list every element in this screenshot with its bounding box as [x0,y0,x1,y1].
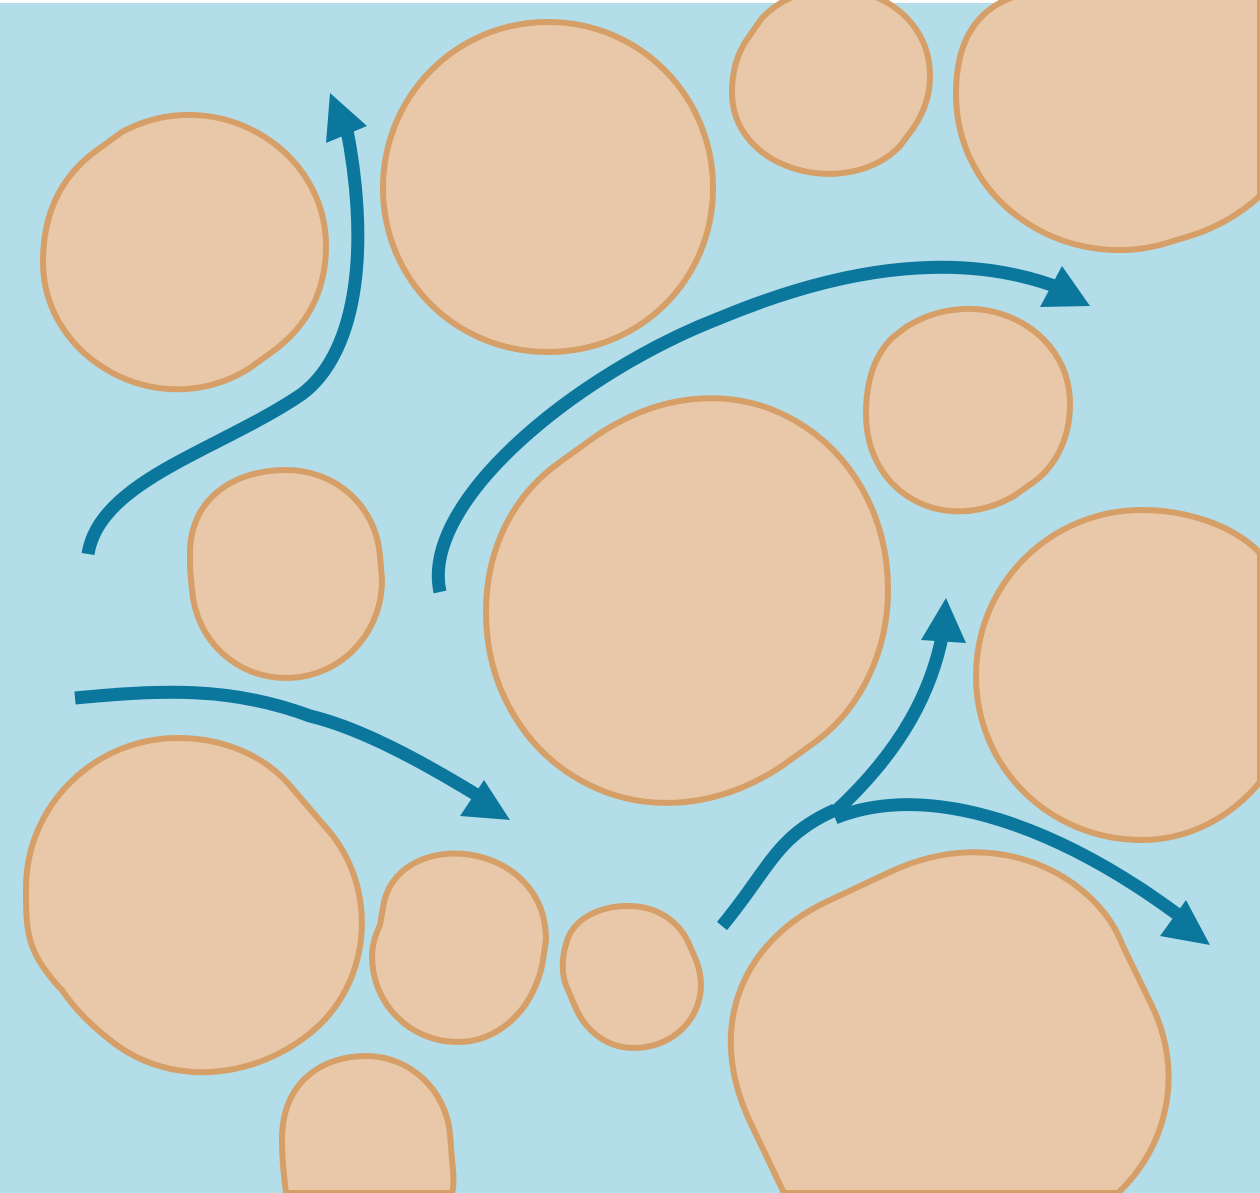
flow-path [81,118,365,556]
sand-grains [23,0,1260,1193]
arrowhead [326,93,367,143]
flow-path [431,260,1068,594]
sand-grain [40,112,329,393]
flow-arrow [716,804,838,931]
sand-grain [729,0,933,177]
sand-grain [369,850,549,1045]
flow-path [74,685,489,806]
sand-grain [559,903,704,1051]
sand-grain [727,849,1172,1193]
flow-arrow [830,598,966,817]
sand-grain [483,395,891,806]
flow-path [716,804,838,931]
sand-grain [380,19,716,355]
sand-grain [863,305,1073,515]
flow-path [832,798,1189,926]
sand-grain [953,0,1260,253]
sand-grain [187,467,385,681]
flow-arrow [74,685,510,820]
sand-grain [279,1053,457,1193]
flow-arrow [81,93,367,556]
arrowhead [460,780,510,820]
sand-grain [23,735,365,1076]
flow-arrow [832,798,1210,945]
arrowhead [1040,266,1090,307]
flow-arrow [431,260,1090,594]
sand-grain [973,507,1260,843]
arrowhead [921,598,966,643]
flow-path [830,619,952,817]
flow-arrows [74,93,1210,945]
arrowhead [1160,900,1210,945]
